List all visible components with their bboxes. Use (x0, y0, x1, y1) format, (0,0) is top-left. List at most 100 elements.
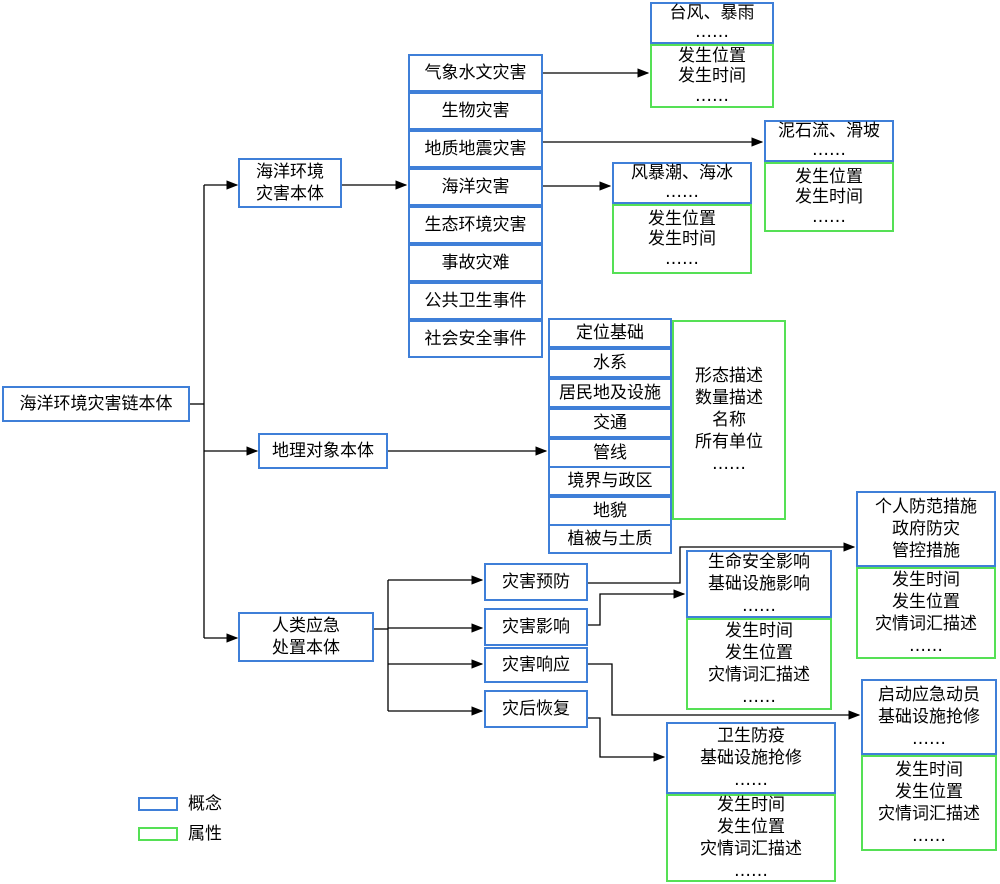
prevention-to-detail-arrow (588, 542, 856, 584)
geo-object-settlements: 居民地及设施 (548, 378, 672, 408)
phase-label: 灾害预防 (502, 572, 570, 592)
disaster-item-social-security: 社会安全事件 (408, 320, 543, 358)
disaster-label: 社会安全事件 (424, 329, 527, 349)
disaster-label: 海洋灾害 (441, 177, 510, 197)
geo-object-water: 水系 (548, 348, 672, 378)
legend-concept-swatch (138, 797, 178, 811)
prevention-attributes: 发生时间 发生位置 灾情词汇描述 …… (856, 567, 996, 659)
concept-ellipsis: …… (742, 596, 776, 616)
attr-line: 所有单位 (695, 432, 763, 452)
geo-ontology-node: 地理对象本体 (258, 433, 388, 469)
response-to-detail-arrow (588, 663, 861, 720)
concept-line: 基础设施抢修 (700, 748, 802, 768)
attr-line: 发生时间 (717, 795, 785, 815)
legend-attribute-swatch (138, 827, 178, 841)
impact-attributes: 发生时间 发生位置 灾情词汇描述 …… (686, 618, 832, 710)
disaster-item-marine: 海洋灾害 (408, 168, 543, 206)
prevention-concept: 个人防范措施 政府防灾 管控措施 (856, 491, 996, 567)
disaster-item-biological: 生物灾害 (408, 92, 543, 130)
attr-line: 发生位置 (648, 209, 716, 229)
disaster-label: 公共卫生事件 (424, 291, 527, 311)
disaster-item-meteorological: 气象水文灾害 (408, 54, 543, 92)
concept-line: 基础设施抢修 (878, 707, 980, 727)
attr-line: 发生时间 (795, 187, 863, 207)
attr-line: 名称 (712, 410, 746, 430)
met-example-concept: 台风、暴雨 …… (650, 2, 774, 44)
example-ellipsis: …… (695, 22, 729, 42)
human-ontology-line-2: 处置本体 (272, 638, 340, 658)
geo-example-attributes: 发生位置 发生时间 …… (764, 162, 894, 232)
geo-object-landforms: 地貌 (548, 496, 672, 526)
attr-line: 形态描述 (695, 366, 763, 386)
geo-object-transport: 交通 (548, 408, 672, 438)
geo-example-concept: 泥石流、滑坡 …… (764, 120, 894, 162)
impact-concept: 生命安全影响 基础设施影响 …… (686, 550, 832, 618)
concept-line: 个人防范措施 (875, 497, 977, 517)
attr-line: 灾情词汇描述 (878, 804, 980, 824)
response-concept: 启动应急动员 基础设施抢修 …… (861, 679, 997, 755)
attr-line: 灾情词汇描述 (708, 665, 810, 685)
attr-ellipsis: …… (665, 249, 699, 269)
phase-impact: 灾害影响 (484, 608, 588, 646)
met-example-attributes: 发生位置 发生时间 …… (650, 44, 774, 108)
recovery-to-detail-arrow (588, 717, 666, 762)
disaster-item-ecological: 生态环境灾害 (408, 206, 543, 244)
marine-ontology-line-1: 海洋环境 (256, 162, 324, 182)
example-line: 风暴潮、海冰 (631, 163, 733, 183)
attr-ellipsis: …… (909, 636, 943, 656)
disaster-label: 气象水文灾害 (424, 63, 527, 83)
example-line: 泥石流、滑坡 (778, 121, 880, 141)
concept-line: 生命安全影响 (708, 552, 810, 572)
geo-object-label: 管线 (593, 443, 627, 463)
marine-ontology-line-2: 灾害本体 (256, 184, 324, 204)
sea-example-attributes: 发生位置 发生时间 …… (612, 204, 752, 274)
disaster-label: 事故灾难 (441, 253, 510, 273)
legend-attribute-label: 属性 (188, 824, 222, 844)
attr-line: 发生时间 (648, 229, 716, 249)
geo-object-attributes: 形态描述 数量描述 名称 所有单位 …… (672, 320, 786, 520)
attr-ellipsis: …… (712, 454, 746, 474)
marine-ontology-node: 海洋环境 灾害本体 (238, 158, 342, 208)
attr-line: 灾情词汇描述 (700, 839, 802, 859)
geo-object-label: 交通 (593, 413, 627, 433)
phase-label: 灾害影响 (502, 617, 570, 637)
attr-ellipsis: …… (812, 207, 846, 227)
disaster-item-public-health: 公共卫生事件 (408, 282, 543, 320)
geo-object-label: 地貌 (593, 501, 627, 521)
concept-ellipsis: …… (912, 729, 946, 749)
attr-line: 数量描述 (695, 388, 763, 408)
attr-line: 发生位置 (892, 592, 960, 612)
example-ellipsis: …… (665, 182, 699, 202)
disaster-label: 生物灾害 (441, 101, 510, 121)
human-ontology-line-1: 人类应急 (272, 616, 340, 636)
concept-line: 政府防灾 (892, 519, 960, 539)
geo-object-label: 水系 (593, 353, 627, 373)
geo-object-positioning: 定位基础 (548, 318, 672, 348)
root-node: 海洋环境灾害链本体 (2, 386, 190, 422)
disaster-item-geological: 地质地震灾害 (408, 130, 543, 168)
attr-line: 发生位置 (725, 643, 793, 663)
geo-object-label: 境界与政区 (567, 471, 653, 491)
geo-object-label: 定位基础 (576, 323, 644, 343)
concept-line: 卫生防疫 (717, 726, 785, 746)
recovery-attributes: 发生时间 发生位置 灾情词汇描述 …… (666, 794, 836, 882)
example-ellipsis: …… (812, 140, 846, 160)
phase-recovery: 灾后恢复 (484, 690, 588, 728)
geo-object-label: 植被与土质 (567, 529, 653, 549)
phase-label: 灾后恢复 (502, 699, 570, 719)
attr-line: 发生位置 (895, 782, 963, 802)
phase-prevention: 灾害预防 (484, 563, 588, 601)
attr-ellipsis: …… (695, 86, 729, 106)
disaster-item-accident: 事故灾难 (408, 244, 543, 282)
phase-label: 灾害响应 (502, 655, 570, 675)
attr-line: 灾情词汇描述 (875, 614, 977, 634)
impact-to-detail-arrow (588, 589, 686, 626)
phase-response: 灾害响应 (484, 647, 588, 683)
concept-line: 启动应急动员 (878, 685, 980, 705)
geo-object-label: 居民地及设施 (559, 383, 661, 403)
human-ontology-node: 人类应急 处置本体 (238, 612, 374, 662)
recovery-concept: 卫生防疫 基础设施抢修 …… (666, 722, 836, 794)
attr-line: 发生时间 (895, 760, 963, 780)
